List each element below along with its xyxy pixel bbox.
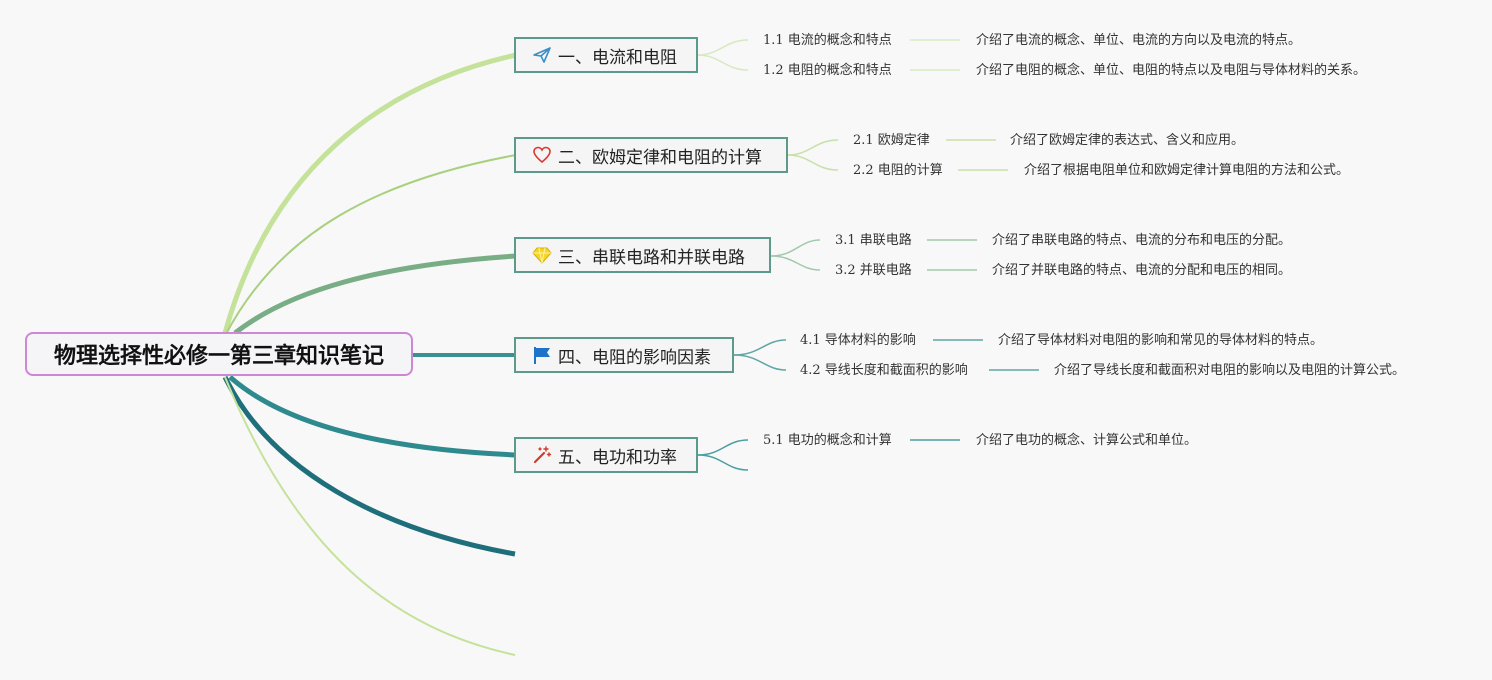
- paper-plane-icon: [532, 45, 552, 65]
- connector-empty-branch-light: [224, 376, 516, 656]
- connector-branch-3: [233, 253, 517, 335]
- subtopic-4-2-desc[interactable]: 介绍了导线长度和截面积对电阻的影响以及电阻的计算公式。: [1054, 363, 1406, 378]
- diamond-icon: [532, 245, 552, 265]
- connector-branch-1: [222, 52, 517, 334]
- connector-branch-2: [224, 154, 517, 337]
- subtopic-4-1[interactable]: 4.1 导体材料的影响: [800, 333, 916, 348]
- subtopic-3-2-desc[interactable]: 介绍了并联电路的特点、电流的分配和电压的相同。: [992, 263, 1292, 278]
- subtopic-3-1[interactable]: 3.1 串联电路: [835, 233, 912, 248]
- branch-topic-label: 三、串联电路和并联电路: [558, 247, 745, 268]
- root-topic[interactable]: 物理选择性必修一第三章知识笔记: [25, 332, 413, 376]
- root-topic-label: 物理选择性必修一第三章知识笔记: [53, 344, 384, 369]
- branch-topic-1[interactable]: 一、电流和电阻: [514, 37, 698, 73]
- branch-topic-label: 四、电阻的影响因素: [558, 347, 711, 368]
- subtopic-1-2[interactable]: 1.2 电阻的概念和特点: [763, 63, 892, 78]
- subtopic-2-2[interactable]: 2.2 电阻的计算: [853, 163, 943, 178]
- branch-topic-2[interactable]: 二、欧姆定律和电阻的计算: [514, 137, 788, 173]
- subtopic-5-1[interactable]: 5.1 电功的概念和计算: [763, 433, 892, 448]
- subtopic-5-1-desc[interactable]: 介绍了电功的概念、计算公式和单位。: [976, 433, 1198, 448]
- branch-topic-label: 五、电功和功率: [558, 447, 677, 468]
- branch-topic-5[interactable]: 五、电功和功率: [514, 437, 698, 473]
- subtopic-3-2[interactable]: 3.2 并联电路: [835, 263, 912, 278]
- branch-topic-label: 二、欧姆定律和电阻的计算: [558, 147, 762, 168]
- branch-topic-4[interactable]: 四、电阻的影响因素: [514, 337, 734, 373]
- subtopic-1-1[interactable]: 1.1 电流的概念和特点: [763, 33, 892, 48]
- branch-topic-label: 一、电流和电阻: [558, 47, 677, 68]
- branch-topic-3[interactable]: 三、串联电路和并联电路: [514, 237, 771, 273]
- subtopic-4-1-desc[interactable]: 介绍了导体材料对电阻的影响和常见的导体材料的特点。: [998, 333, 1324, 348]
- flag-icon: [532, 345, 552, 365]
- subtopic-3-1-desc[interactable]: 介绍了串联电路的特点、电流的分布和电压的分配。: [992, 233, 1292, 248]
- connector-empty-branch-dark: [222, 375, 516, 557]
- subtopic-1-2-desc[interactable]: 介绍了电阻的概念、单位、电阻的特点以及电阻与导体材料的关系。: [976, 63, 1367, 78]
- wand-icon: [532, 445, 552, 465]
- subtopic-2-1[interactable]: 2.1 欧姆定律: [853, 133, 930, 148]
- subtopic-1-1-desc[interactable]: 介绍了电流的概念、单位、电流的方向以及电流的特点。: [976, 33, 1302, 48]
- heart-icon: [532, 145, 552, 165]
- connector-branch-5: [228, 375, 517, 458]
- subtopic-4-2[interactable]: 4.2 导线长度和截面积的影响: [800, 363, 968, 378]
- subtopic-2-2-desc[interactable]: 介绍了根据电阻单位和欧姆定律计算电阻的方法和公式。: [1024, 163, 1350, 178]
- subtopic-2-1-desc[interactable]: 介绍了欧姆定律的表达式、含义和应用。: [1010, 133, 1245, 148]
